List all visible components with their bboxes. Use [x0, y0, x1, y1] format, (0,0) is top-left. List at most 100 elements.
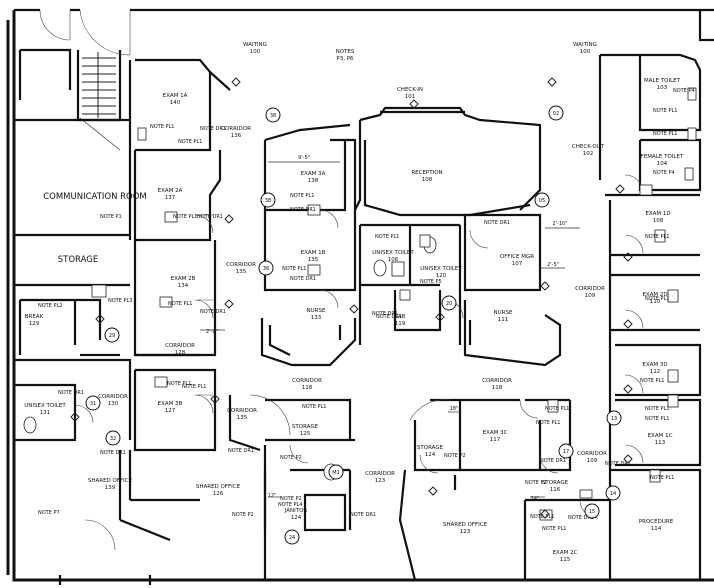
- svg-text:125: 125: [300, 431, 311, 437]
- svg-text:123: 123: [460, 529, 471, 535]
- door-swings: [39, 9, 644, 551]
- svg-text:STORAGE: STORAGE: [417, 445, 444, 451]
- section-bubble: 38: [260, 192, 276, 208]
- svg-text:NOTE P4: NOTE P4: [673, 88, 695, 94]
- svg-text:2'-5": 2'-5": [547, 262, 559, 268]
- svg-text:123: 123: [375, 478, 386, 484]
- section-bubble: 32: [105, 430, 121, 446]
- svg-text:CHECK-IN: CHECK-IN: [397, 87, 423, 93]
- svg-text:104: 104: [657, 161, 668, 167]
- section-bubble: 36: [258, 260, 274, 276]
- svg-text:118: 118: [302, 385, 313, 391]
- svg-text:NOTE PL1: NOTE PL1: [645, 406, 669, 412]
- svg-text:NOTE PL1: NOTE PL1: [545, 406, 569, 412]
- svg-text:NOTE PL1: NOTE PL1: [645, 234, 669, 240]
- tag-diamonds: [70, 77, 633, 519]
- dimensions: 9'-5" 2'-10" 2'-5" 2'-0" 18" 24" 12": [200, 155, 580, 502]
- svg-text:14: 14: [610, 491, 616, 497]
- svg-text:100: 100: [580, 49, 591, 55]
- svg-text:STORAGE: STORAGE: [58, 255, 98, 265]
- svg-text:29: 29: [109, 333, 115, 339]
- svg-text:NOTE DR1: NOTE DR1: [376, 314, 402, 320]
- svg-text:110: 110: [650, 299, 661, 305]
- svg-text:NOTE PL1: NOTE PL1: [640, 378, 664, 384]
- svg-text:NURSE: NURSE: [307, 308, 326, 314]
- svg-text:EXAM 1C: EXAM 1C: [648, 433, 673, 439]
- section-bubble: 13: [606, 410, 622, 426]
- svg-text:137: 137: [165, 195, 176, 201]
- svg-text:136: 136: [231, 133, 242, 139]
- svg-text:NOTE DR1: NOTE DR1: [568, 515, 594, 521]
- svg-text:109: 109: [585, 293, 596, 299]
- svg-text:M1: M1: [332, 470, 340, 476]
- svg-text:13: 13: [611, 416, 617, 422]
- svg-text:NOTE PL2: NOTE PL2: [38, 303, 62, 309]
- svg-text:CHECK-OUT: CHECK-OUT: [572, 144, 605, 150]
- svg-text:NOTE DR1: NOTE DR1: [605, 461, 631, 467]
- svg-text:NOTE PL1: NOTE PL1: [167, 381, 191, 387]
- svg-text:NOTE PL1: NOTE PL1: [375, 234, 399, 240]
- section-bubble: 05: [534, 192, 550, 208]
- svg-text:100: 100: [250, 49, 261, 55]
- svg-text:102: 102: [583, 151, 594, 157]
- svg-text:127: 127: [165, 408, 176, 414]
- svg-text:SHARED OFFICE: SHARED OFFICE: [88, 478, 133, 484]
- svg-text:129: 129: [29, 321, 40, 327]
- svg-text:NOTE PL1: NOTE PL1: [173, 214, 197, 220]
- svg-text:109: 109: [587, 458, 598, 464]
- svg-text:134: 134: [178, 283, 189, 289]
- svg-text:MALE TOILET: MALE TOILET: [644, 78, 681, 84]
- svg-text:EXAM 3B: EXAM 3B: [158, 401, 183, 407]
- svg-text:02: 02: [553, 111, 559, 117]
- svg-text:NOTE PL1: NOTE PL1: [150, 124, 174, 130]
- svg-text:138: 138: [308, 178, 319, 184]
- svg-text:NOTE P4: NOTE P4: [653, 170, 675, 176]
- section-bubble: 20: [441, 295, 457, 311]
- svg-text:17: 17: [563, 449, 569, 455]
- svg-text:135: 135: [236, 269, 247, 275]
- svg-text:NOTE PL1: NOTE PL1: [290, 193, 314, 199]
- section-bubble: 38: [265, 107, 281, 123]
- walls: [6, 8, 714, 585]
- svg-text:NOTE PL3: NOTE PL3: [108, 298, 132, 304]
- svg-text:EXAM 2D: EXAM 2D: [642, 292, 667, 298]
- svg-text:EXAM 1A: EXAM 1A: [163, 93, 188, 99]
- svg-text:NOTE DR1: NOTE DR1: [58, 390, 84, 396]
- room-label: STORAGE: [58, 255, 98, 265]
- section-bubble: 15: [584, 503, 600, 519]
- svg-text:20: 20: [446, 301, 452, 307]
- section-bubble: 17: [558, 443, 574, 459]
- svg-text:NOTE DR1: NOTE DR1: [484, 220, 510, 226]
- plan-notes: NOTE PL1 NOTE DR1 NOTE PL1 NOTE DR1 NOTE…: [38, 88, 695, 532]
- svg-text:NOTE PL1: NOTE PL1: [178, 139, 202, 145]
- svg-text:NOTE DR1: NOTE DR1: [372, 311, 398, 317]
- svg-text:05: 05: [539, 198, 545, 204]
- svg-text:EXAM 1B: EXAM 1B: [301, 250, 326, 256]
- svg-text:NOTE P2: NOTE P2: [232, 512, 254, 518]
